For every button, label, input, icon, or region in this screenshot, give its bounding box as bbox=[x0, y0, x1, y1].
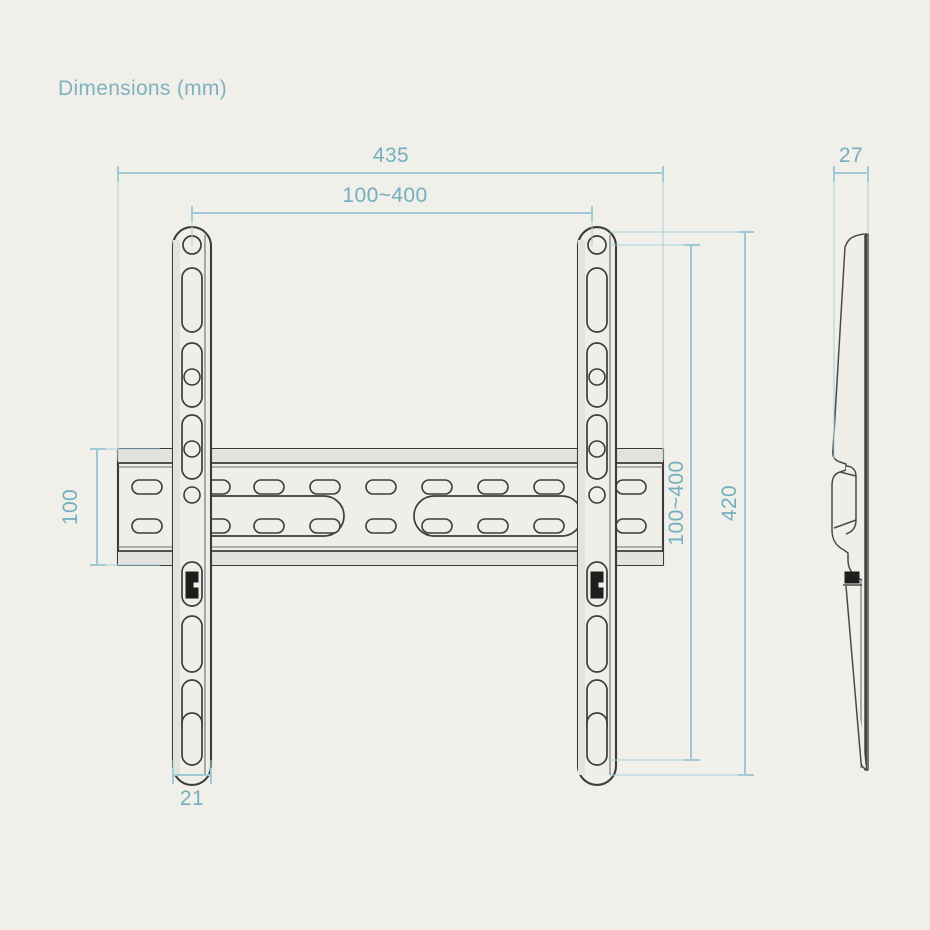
dim-v-vesa-label: 100~400 bbox=[665, 460, 688, 545]
dim-21-label: 21 bbox=[180, 787, 204, 810]
wall-plate-bottom-flange-shade bbox=[118, 551, 663, 565]
right-rail-slot-1 bbox=[586, 267, 608, 333]
right-rail-shade bbox=[578, 240, 585, 775]
dimension-vertical-vesa: 100~400 bbox=[610, 244, 700, 761]
wall-plate-slot-top-6 bbox=[421, 479, 453, 495]
right-rail-slot-4 bbox=[586, 615, 608, 673]
side-profile-view bbox=[831, 233, 869, 771]
side-lower-tail bbox=[845, 585, 867, 770]
right-rail-hole-top bbox=[587, 235, 607, 255]
wall-plate-slot-bottom-3 bbox=[253, 518, 285, 534]
dim-420-label: 420 bbox=[718, 485, 741, 521]
wall-plate-slot-bottom-7 bbox=[477, 518, 509, 534]
wall-plate-slot-top-3 bbox=[253, 479, 285, 495]
right-rail-lock-tab-icon bbox=[590, 571, 604, 599]
dim-h-vesa-label: 100~400 bbox=[342, 184, 427, 207]
left-rail-hole-mid-2 bbox=[183, 440, 201, 458]
left-rail-lock-tab-icon bbox=[185, 571, 199, 599]
left-rail-slot-1 bbox=[181, 267, 203, 333]
right-rail-hole-mid-3 bbox=[588, 486, 606, 504]
right-rail-slot-6 bbox=[586, 712, 608, 766]
dim-100-label: 100 bbox=[59, 489, 82, 525]
page-title: Dimensions (mm) bbox=[58, 77, 227, 100]
left-vertical-rail bbox=[171, 226, 213, 786]
right-vertical-rail bbox=[576, 226, 618, 786]
side-hook-detail-line-2 bbox=[833, 519, 857, 529]
wall-plate-slot-top-4 bbox=[309, 479, 341, 495]
right-rail-hole-mid-2 bbox=[588, 440, 606, 458]
wall-plate-slot-top-7 bbox=[477, 479, 509, 495]
wall-plate-slot-bottom-4 bbox=[309, 518, 341, 534]
dimension-overall-width: 435 bbox=[117, 144, 664, 460]
left-rail-hole-mid-3 bbox=[183, 486, 201, 504]
left-rail-slot-6 bbox=[181, 712, 203, 766]
wall-plate-slot-top-1 bbox=[131, 479, 163, 495]
side-hook-detail-line-1 bbox=[839, 471, 857, 477]
wall-plate-slot-bottom-9 bbox=[615, 518, 647, 534]
front-view bbox=[116, 226, 665, 786]
wall-plate-slot-top-5 bbox=[365, 479, 397, 495]
wall-plate-slot-bottom-5 bbox=[365, 518, 397, 534]
left-rail-slot-4 bbox=[181, 615, 203, 673]
left-rail-hole-mid-1 bbox=[183, 368, 201, 386]
left-rail-shade bbox=[173, 240, 180, 775]
dim-27-label: 27 bbox=[839, 144, 863, 167]
dimension-overall-height: 420 bbox=[610, 231, 754, 776]
dimension-rail-width: 21 bbox=[172, 760, 212, 810]
side-lock-clip-icon bbox=[844, 571, 860, 584]
side-hook-detail-upper bbox=[845, 465, 857, 535]
dimension-horizontal-vesa: 100~400 bbox=[191, 184, 593, 246]
dimension-depth: 27 bbox=[833, 144, 869, 460]
dim-435-label: 435 bbox=[373, 144, 409, 167]
wall-plate-slot-bottom-1 bbox=[131, 518, 163, 534]
wall-plate-slot-bottom-6 bbox=[421, 518, 453, 534]
wall-plate-slot-top-8 bbox=[533, 479, 565, 495]
right-rail-hole-mid-1 bbox=[588, 368, 606, 386]
dimension-plate-height: 100 bbox=[59, 448, 160, 566]
wall-plate-slot-top-9 bbox=[615, 479, 647, 495]
wall-plate-slot-bottom-8 bbox=[533, 518, 565, 534]
wall-plate-top-flange-shade bbox=[118, 449, 663, 463]
